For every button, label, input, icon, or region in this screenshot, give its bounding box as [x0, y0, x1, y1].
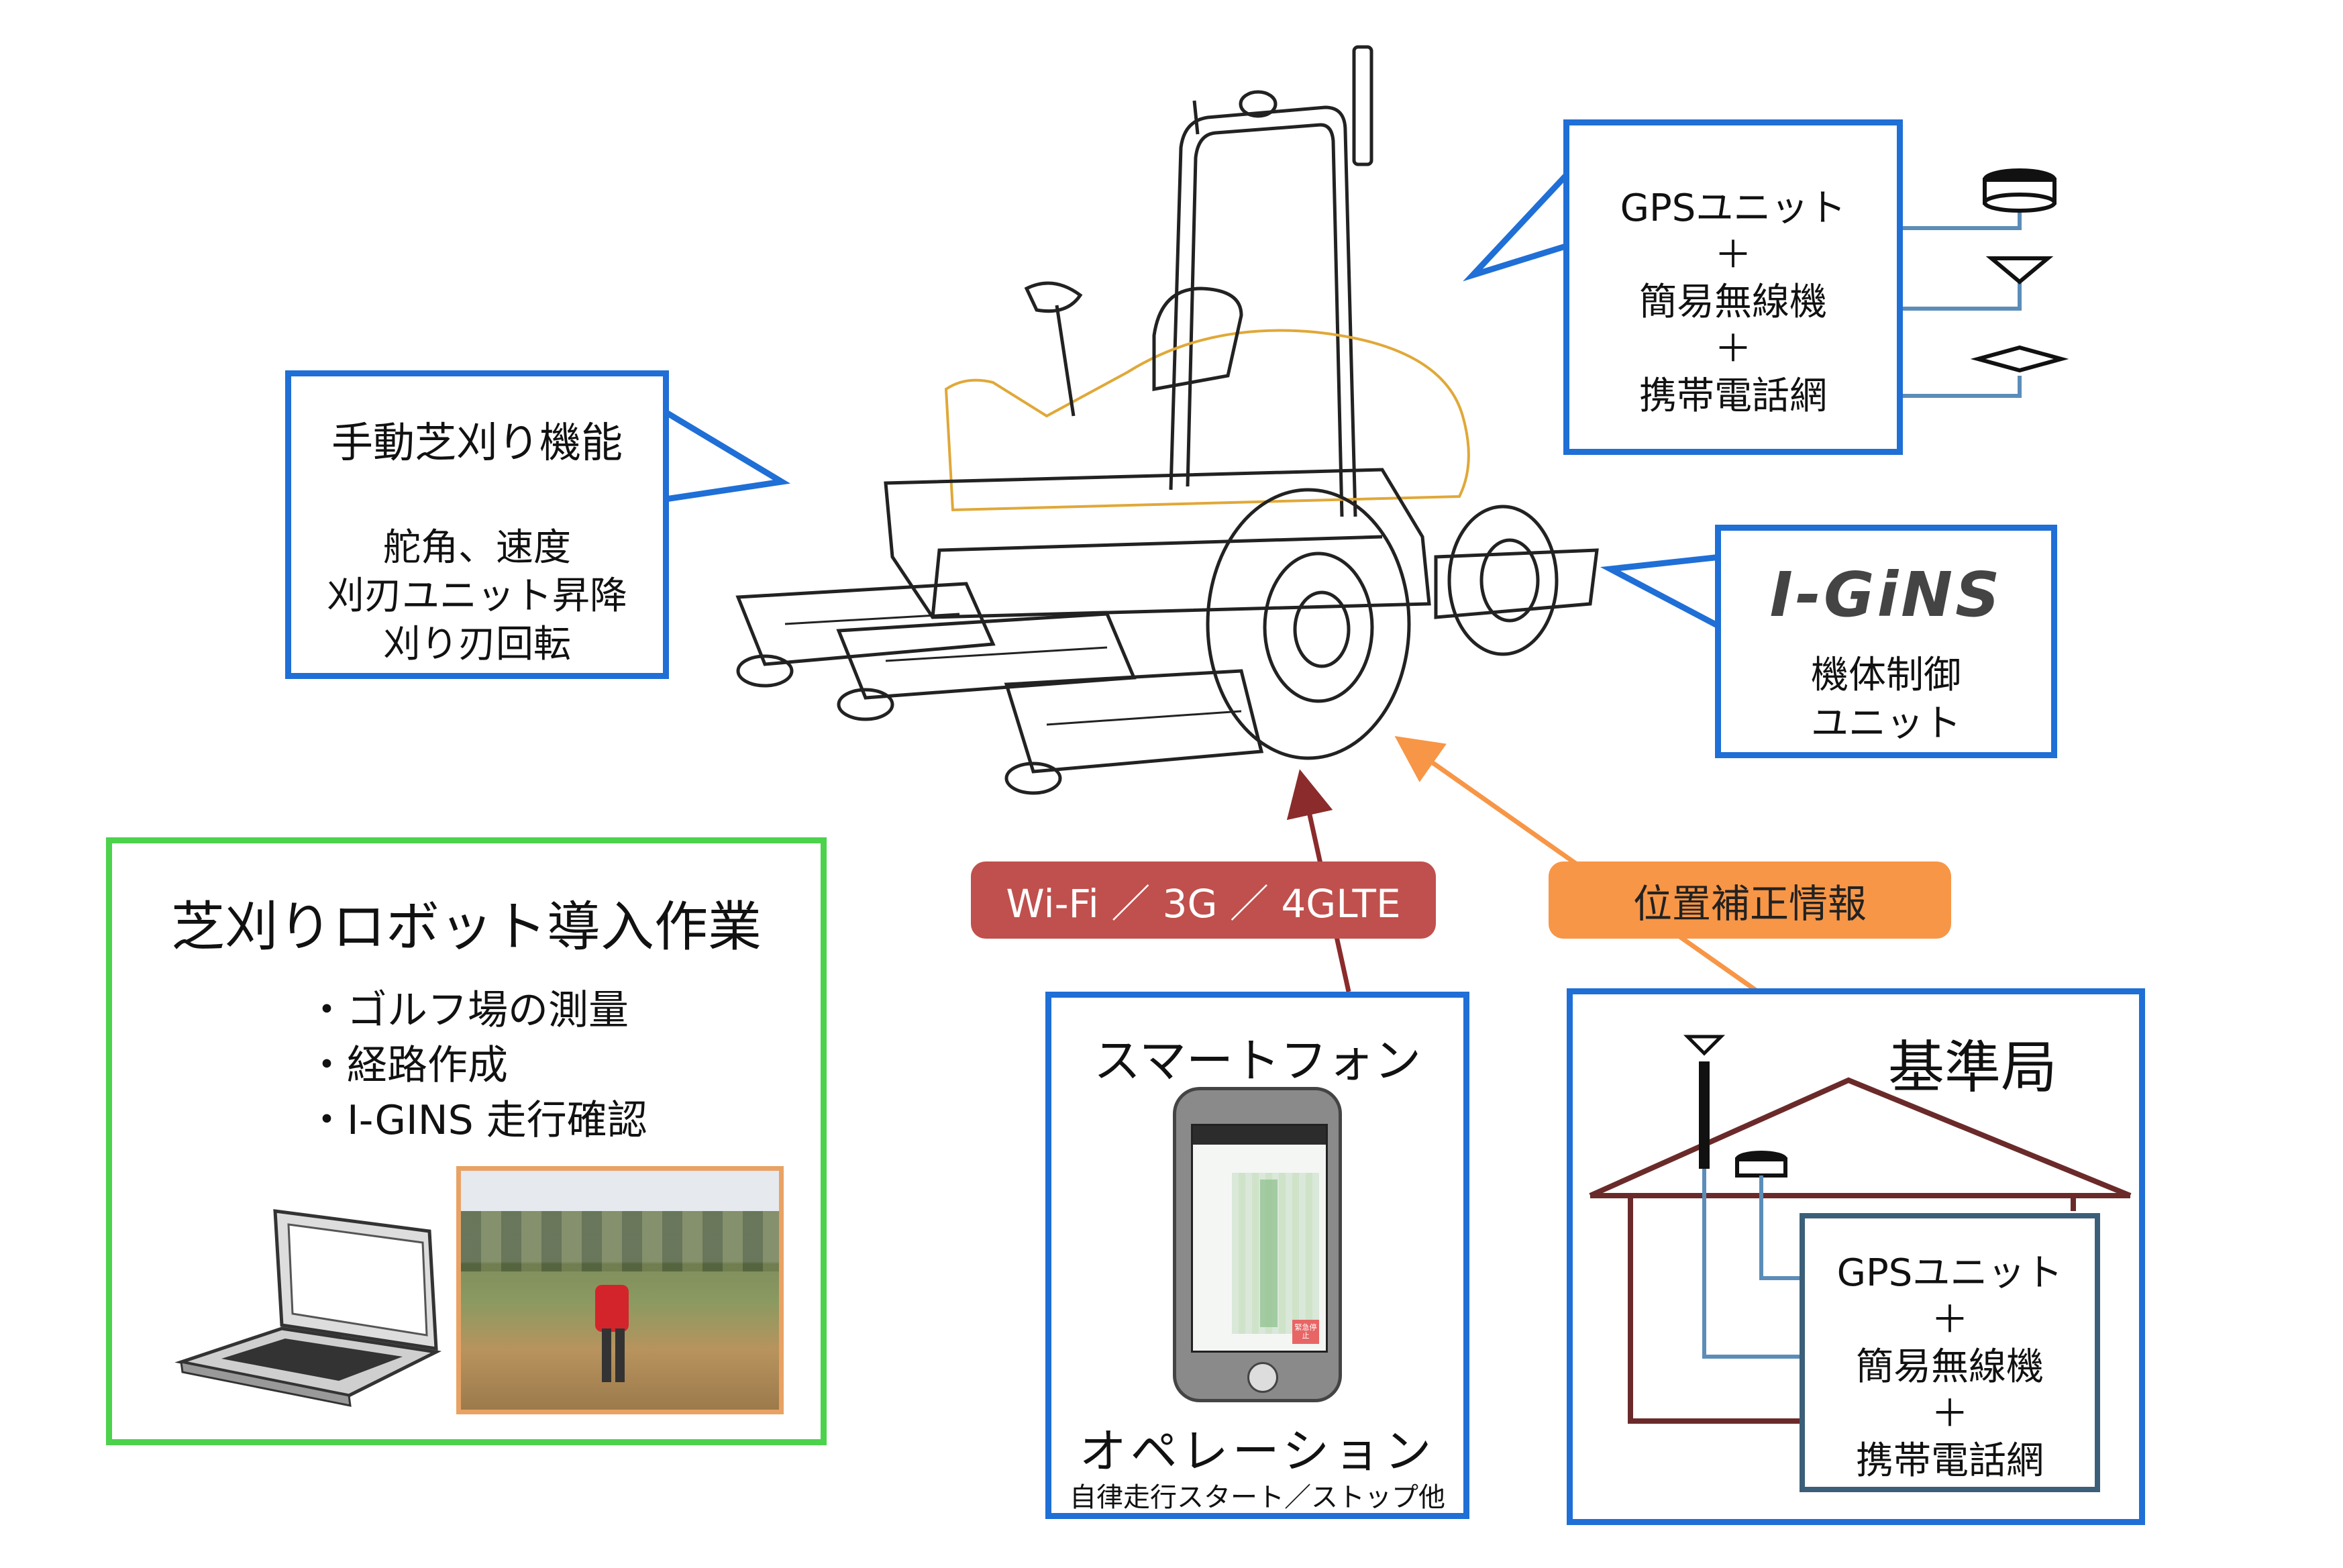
manual-function-line-1: 舵角、速度: [383, 526, 571, 570]
base-gps-receiver-icon: [1735, 1151, 1787, 1178]
gps-unit-line-2: 簡易無線機: [1639, 280, 1827, 324]
base-antenna-icon: [1683, 1035, 1726, 1056]
mower-body-shell: [944, 329, 1470, 512]
igins-logo: I-GiNS: [1769, 559, 2003, 631]
comm-method-label: Wi-Fi ／ 3G ／ 4GLTE: [971, 861, 1436, 939]
igins-line-2: ユニット: [1811, 702, 1961, 745]
igins-line-1: 機体制御: [1811, 654, 1961, 697]
manual-function-line-3: 刈り刃回転: [383, 623, 571, 666]
field-survey-photo: [456, 1166, 784, 1414]
position-correction-label: 位置補正情報: [1549, 861, 1951, 939]
manual-function-line-2: 刈刃ユニット昇降: [327, 574, 627, 618]
intro-work-title: 芝刈りロボット導入作業: [171, 896, 762, 958]
phone-device: 緊急停止: [1173, 1087, 1342, 1402]
base-gps-line-3: 携帯電話網: [1856, 1439, 2044, 1483]
radio-antenna-icon: [1985, 256, 2054, 284]
smartphone-title: スマートフォン: [1094, 1033, 1421, 1088]
emergency-stop-button[interactable]: 緊急停止: [1292, 1320, 1319, 1344]
manual-function-title: 手動芝刈り機能: [331, 418, 623, 467]
base-gps-line-2: 簡易無線機: [1856, 1345, 2044, 1389]
mobile-network-icon: [1970, 345, 2069, 373]
photo-person: [595, 1285, 629, 1332]
base-antenna-mast: [1699, 1061, 1710, 1169]
mower-front-wheel: [1206, 488, 1411, 760]
base-gps-plus-2: ＋: [1931, 1392, 1969, 1436]
intro-work-item-3: ・I-GINS 走行確認: [307, 1097, 647, 1144]
phone-screen-route: [1260, 1180, 1278, 1327]
base-gps-plus-1: ＋: [1931, 1298, 1969, 1342]
house-roof: [1589, 1077, 2132, 1198]
mower-roll-bar: [1169, 105, 1357, 517]
gps-unit-line-3: 携帯電話網: [1639, 374, 1827, 418]
base-station-inner-box: GPSユニット ＋ 簡易無線機 ＋ 携帯電話網: [1800, 1213, 2100, 1492]
gps-unit-plus-1: ＋: [1714, 233, 1752, 277]
mower-rear-wheel: [1447, 505, 1559, 656]
smartphone-caption: オペレーション: [1079, 1424, 1436, 1479]
intro-work-item-2: ・経路作成: [307, 1042, 508, 1089]
base-station-title: 基準局: [1888, 1035, 2058, 1100]
gps-unit-plus-2: ＋: [1714, 327, 1752, 371]
mower-steering: [1024, 281, 1083, 417]
photo-trees: [461, 1211, 779, 1271]
manual-function-box: 手動芝刈り機能 舵角、速度 刈刃ユニット昇降 刈り刃回転: [285, 370, 669, 679]
phone-home-button[interactable]: [1247, 1362, 1278, 1393]
igins-control-box: I-GiNS 機体制御 ユニット: [1715, 525, 2057, 758]
mower-cutting-reels: [735, 582, 1264, 795]
mower-seat: [1152, 286, 1243, 391]
gps-unit-line-1: GPSユニット: [1620, 187, 1846, 230]
gps-receiver-icon: [1983, 168, 2056, 213]
phone-screen: 緊急停止: [1191, 1124, 1328, 1353]
base-gps-line-1: GPSユニット: [1836, 1251, 2063, 1295]
mower-antenna: [1352, 45, 1373, 166]
gps-unit-box: GPSユニット ＋ 簡易無線機 ＋ 携帯電話網: [1563, 119, 1903, 455]
smartphone-subcaption: 自律走行スタート／ストップ他: [1070, 1482, 1445, 1513]
phone-screen-header: [1193, 1126, 1326, 1145]
intro-work-item-1: ・ゴルフ場の測量: [307, 987, 629, 1034]
